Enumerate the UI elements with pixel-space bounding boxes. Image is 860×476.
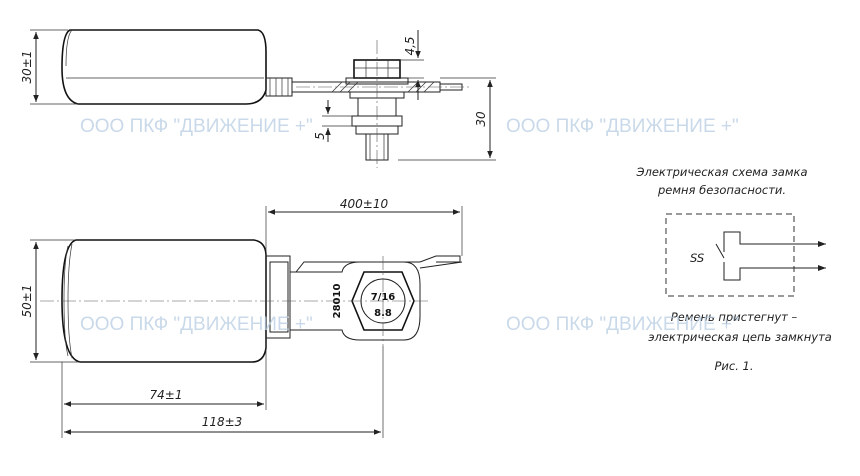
watermark-text: ООО ПКФ "ДВИЖЕНИЕ +" xyxy=(506,116,739,137)
watermarks: ООО ПКФ "ДВИЖЕНИЕ +" ООО ПКФ "ДВИЖЕНИЕ +… xyxy=(80,116,739,335)
schematic-caption-line2: электрическая цепь замкнута xyxy=(648,330,832,344)
dim-bolt-height: 30 xyxy=(474,111,488,127)
dim-thread-gap: 4,5 xyxy=(403,36,417,55)
side-view-dimensions: 30±1 4,5 5 30 xyxy=(20,29,496,161)
dim-height-side: 30±1 xyxy=(20,51,34,84)
dim-total-length: 118±3 xyxy=(202,415,243,429)
schematic-title-line2: ремня безопасности. xyxy=(657,183,786,197)
electrical-schematic: Электрическая схема замка ремня безопасн… xyxy=(635,165,831,373)
schematic-title-line1: Электрическая схема замка xyxy=(635,165,807,179)
watermark-text: ООО ПКФ "ДВИЖЕНИЕ +" xyxy=(80,116,313,137)
side-view xyxy=(61,29,470,168)
dim-plate-gap: 5 xyxy=(313,132,327,140)
figure-caption: Рис. 1. xyxy=(714,359,753,373)
dim-width-top: 50±1 xyxy=(20,285,34,318)
switch-label: SS xyxy=(690,251,704,265)
dim-cable-length: 400±10 xyxy=(340,197,389,211)
bolt-thread-marking: 7/16 xyxy=(371,292,396,303)
watermark-text: ООО ПКФ "ДВИЖЕНИЕ +" xyxy=(80,314,313,335)
watermark-text: ООО ПКФ "ДВИЖЕНИЕ +" xyxy=(506,314,739,335)
schematic-caption-line1: Ремень пристегнут – xyxy=(671,310,798,324)
top-view: 7/16 8.8 28010 xyxy=(40,239,463,363)
dim-body-length: 74±1 xyxy=(150,388,183,402)
top-view-dimensions: 400±10 50±1 74±1 118±3 xyxy=(20,197,463,438)
